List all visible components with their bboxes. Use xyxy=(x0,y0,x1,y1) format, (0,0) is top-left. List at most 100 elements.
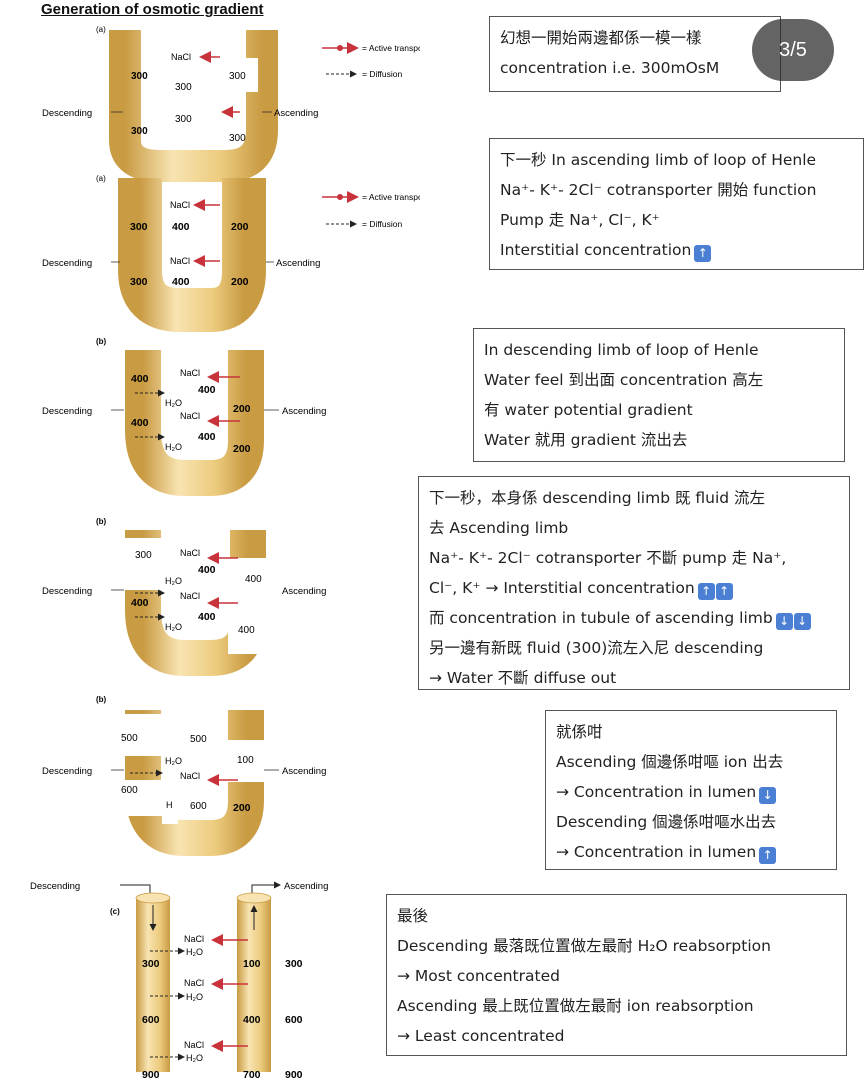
value: 400 xyxy=(198,431,216,443)
note-line: Descending 最落既位置做左最耐 H₂O reabsorption xyxy=(397,937,771,955)
note-line: 幻想一開始兩邊都係一模一樣 xyxy=(500,29,702,47)
nacl-label: NaCl xyxy=(180,591,200,601)
page-indicator: 3/5 xyxy=(752,19,834,81)
note-summary: 就係咁 Ascending 個邊係咁嘔 ion 出去 → Concentrati… xyxy=(545,710,837,870)
nacl-label: NaCl xyxy=(180,548,200,558)
value: 200 xyxy=(233,802,251,814)
panel-4: (b) 300 NaCl 400 H₂O 400 NaCl 400 400 H₂… xyxy=(42,517,326,676)
value: 400 xyxy=(243,1014,261,1026)
note-line: Pump 走 Na⁺, Cl⁻, K⁺ xyxy=(500,211,660,229)
value: 900 xyxy=(142,1069,160,1080)
value: 300 xyxy=(142,958,160,970)
h2o-label: H₂O xyxy=(165,398,182,408)
nacl-label: NaCl xyxy=(180,368,200,378)
arrow-down-icon: ↓ xyxy=(793,613,811,630)
value: 600 xyxy=(190,801,207,812)
value: 400 xyxy=(131,417,149,429)
note-line: Ascending 最上既位置做左最耐 ion reabsorption xyxy=(397,997,754,1015)
nacl-label: NaCl xyxy=(184,934,204,944)
value: 400 xyxy=(198,611,216,623)
legend-active-icon xyxy=(337,194,343,200)
value: 300 xyxy=(131,71,148,82)
arrow-up-icon: ↑ xyxy=(715,583,733,600)
panel-label: (a) xyxy=(96,174,106,183)
note-cotransporter: 下一秒 In ascending limb of loop of Henle N… xyxy=(489,138,864,270)
value: 900 xyxy=(285,1069,303,1080)
note-line: 下一秒 In ascending limb of loop of Henle xyxy=(500,151,817,169)
note-line: In descending limb of loop of Henle xyxy=(484,341,759,359)
note-line: Interstitial concentration xyxy=(500,241,692,259)
nacl-label: NaCl xyxy=(180,771,200,781)
value: 200 xyxy=(231,276,249,288)
note-line: Water feel 到出面 concentration 高左 xyxy=(484,371,764,389)
tube-gap xyxy=(218,58,258,92)
note-line: Water 就用 gradient 流出去 xyxy=(484,431,688,449)
loop-tube xyxy=(118,178,266,332)
note-line: 而 concentration in tubule of ascending l… xyxy=(429,609,773,627)
value: 600 xyxy=(285,1014,303,1026)
page-title: Generation of osmotic gradient xyxy=(41,1,264,18)
tube-gap xyxy=(118,714,162,756)
panel-label: (c) xyxy=(110,907,120,916)
nacl-label: NaCl xyxy=(170,200,190,210)
descending-label: Descending xyxy=(42,586,92,597)
nacl-label: NaCl xyxy=(184,1040,204,1050)
loop-tube xyxy=(109,30,278,182)
h2o-label: H₂O xyxy=(165,576,182,586)
nacl-label: NaCl xyxy=(170,256,190,266)
value: 600 xyxy=(121,785,138,796)
value: 400 xyxy=(172,276,190,288)
note-line: Na⁺- K⁺- 2Cl⁻ cotransporter 不斷 pump 走 Na… xyxy=(429,549,787,567)
panel-label: (b) xyxy=(96,695,107,704)
ascending-label: Ascending xyxy=(282,406,326,417)
note-line: 下一秒，本身係 descending limb 既 fluid 流左 xyxy=(429,489,766,507)
note-line: Na⁺- K⁺- 2Cl⁻ cotransporter 開始 function xyxy=(500,181,817,199)
panel-label: (a) xyxy=(96,25,106,34)
note-line: 有 water potential gradient xyxy=(484,401,693,419)
tube-top xyxy=(135,892,171,904)
h2o-label: H₂O xyxy=(165,442,182,452)
note-line: Cl⁻, K⁺ → Interstitial concentration xyxy=(429,579,695,597)
panel-1: (a) NaCl 300 300 300 300 300 300 Descend… xyxy=(42,25,420,182)
value: 400 xyxy=(198,384,216,396)
note-line: → Least concentrated xyxy=(397,1027,565,1045)
legend-diffusion: = Diffusion xyxy=(362,219,403,229)
ascending-label: Ascending xyxy=(284,881,328,892)
loop-of-henle-diagram: (a) NaCl 300 300 300 300 300 300 Descend… xyxy=(30,25,420,1080)
note-line: 最後 xyxy=(397,907,429,925)
ascending-label: Ascending xyxy=(276,258,320,269)
nacl-label: NaCl xyxy=(171,52,191,62)
note-initial-state: 幻想一開始兩邊都係一模一樣 concentration i.e. 300mOsM xyxy=(489,16,781,92)
descending-label: Descending xyxy=(42,258,92,269)
tube-gap xyxy=(208,95,230,111)
value: 100 xyxy=(243,958,261,970)
value: 300 xyxy=(175,114,192,125)
descending-label: Descending xyxy=(42,108,92,119)
value: 700 xyxy=(243,1069,261,1080)
value: 400 xyxy=(131,597,149,609)
panel-5: (b) 500 500 H₂O 100 NaCl 600 H 600 200 D… xyxy=(42,695,326,856)
tube-gap xyxy=(150,95,210,143)
note-line: 另一邊有新既 fluid (300)流左入尼 descending xyxy=(429,639,764,657)
value: 400 xyxy=(198,564,216,576)
value: 400 xyxy=(238,625,255,636)
value: 300 xyxy=(285,958,303,970)
value: 300 xyxy=(130,276,148,288)
value: 400 xyxy=(245,574,262,585)
tube-gap xyxy=(118,780,162,816)
note-line: → Concentration in lumen xyxy=(556,843,757,861)
value: 300 xyxy=(131,126,148,137)
value: 400 xyxy=(172,221,190,233)
arrow-up-icon: ↑ xyxy=(697,583,715,600)
legend-active: = Active transport xyxy=(362,43,420,53)
arrow-down-icon: ↓ xyxy=(759,787,777,804)
h2o-label-partial: H xyxy=(166,800,173,810)
note-descending-water: In descending limb of loop of Henle Wate… xyxy=(473,328,845,462)
note-line: → Most concentrated xyxy=(397,967,560,985)
descending-label: Descending xyxy=(30,881,80,892)
value: 500 xyxy=(121,733,138,744)
note-line: 就係咁 xyxy=(556,723,603,741)
note-line: → Concentration in lumen xyxy=(556,783,757,801)
descending-label: Descending xyxy=(42,406,92,417)
value: 100 xyxy=(237,755,254,766)
